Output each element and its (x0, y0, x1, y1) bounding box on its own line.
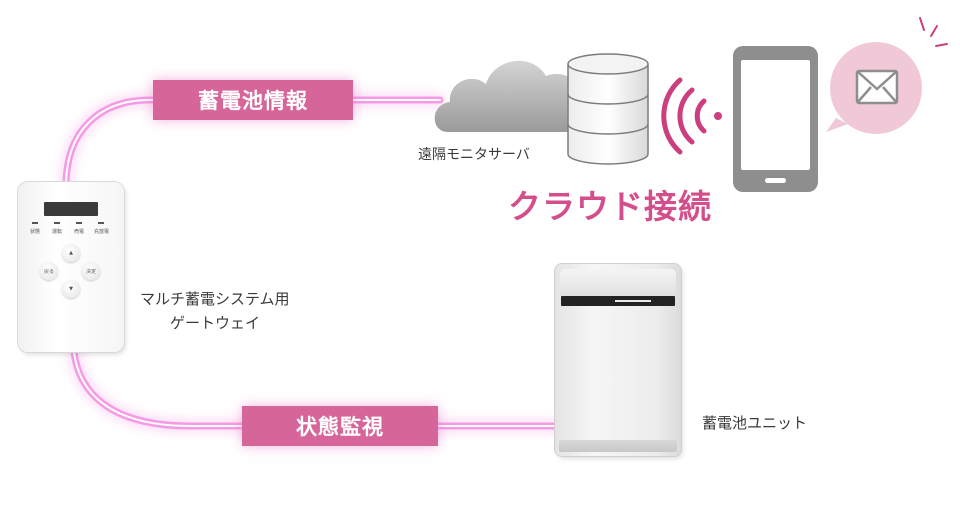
status-led (32, 222, 38, 224)
up-button: ▲ (62, 244, 80, 262)
status-led (54, 222, 60, 224)
wifi-signal-icon (664, 80, 722, 152)
gateway-lcd (44, 202, 98, 216)
gateway-caption-line2: ゲートウェイ (140, 311, 290, 335)
battery-base (559, 440, 677, 452)
smartphone-icon (733, 46, 818, 192)
return-button: 戻る (40, 262, 58, 280)
server-caption: 遠隔モニタサーバ (418, 144, 530, 164)
status-monitor-label: 状態監視 (242, 406, 438, 446)
battery-unit-caption: 蓄電池ユニット (702, 412, 807, 433)
status-led (76, 222, 82, 224)
cloud-connection-title: クラウド接続 (508, 180, 712, 228)
enter-button: 決定 (82, 262, 100, 280)
database-icon (568, 54, 648, 164)
status-led-label: 状態 (30, 228, 40, 235)
battery-indicator-panel (561, 296, 675, 306)
cloud-icon (435, 61, 590, 132)
battery-info-label: 蓄電池情報 (153, 80, 353, 120)
mail-icon (826, 18, 947, 134)
status-led-label: 充放電 (94, 228, 109, 235)
battery-unit (555, 264, 681, 456)
gateway-device: 状態 運転 売電 充放電 ▲ 戻る 決定 ▼ (18, 182, 124, 352)
battery-indicator-light (615, 300, 651, 302)
gateway-caption-line1: マルチ蓄電システム用 (140, 287, 290, 311)
status-led (98, 222, 104, 224)
down-button: ▼ (62, 280, 80, 298)
status-led-label: 運転 (52, 228, 62, 235)
battery-top-cover (560, 269, 676, 297)
status-led-label: 売電 (74, 228, 84, 235)
gateway-caption: マルチ蓄電システム用 ゲートウェイ (140, 287, 290, 335)
